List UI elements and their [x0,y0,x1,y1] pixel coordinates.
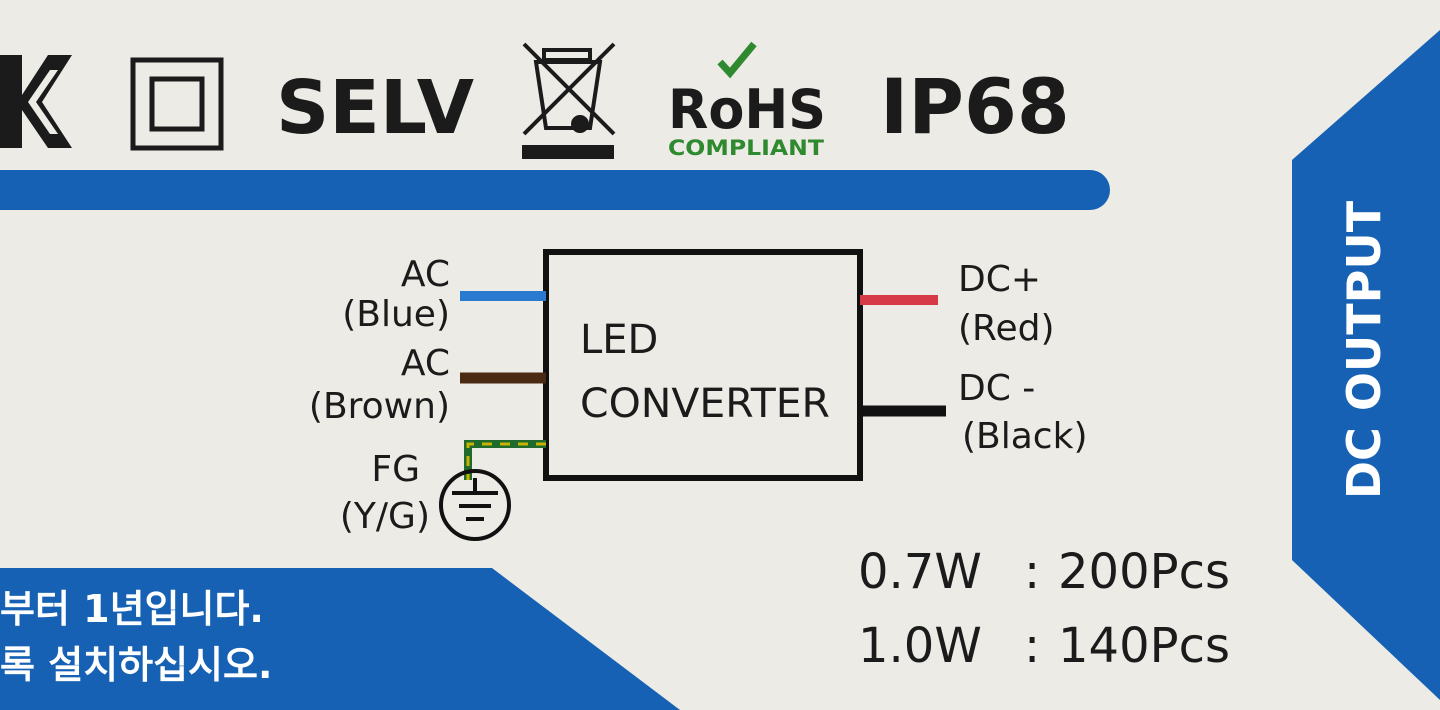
input-label-ac-2: AC [401,343,450,384]
output-color-red: (Red) [958,308,1055,349]
capacity-power: 1.0W [858,618,982,674]
capacity-power: 0.7W [858,544,982,600]
output-label-dc-minus: DC - [958,368,1035,409]
converter-label-line2: CONVERTER [580,381,830,427]
rohs-check-icon [717,41,757,79]
dc-output-tab [1292,30,1440,700]
input-color-blue: (Blue) [342,294,450,335]
capacity-row: 1.0W : 140Pcs [858,618,1230,674]
notice-panel [0,568,680,710]
dc-output-label: DC OUTPUT [1337,200,1391,499]
divider-bar [0,170,1110,210]
capacity-count: 200Pcs [1058,544,1230,600]
capacity-separator: : [1024,544,1040,600]
input-label-fg: FG [371,449,420,490]
capacity-row: 0.7W : 200Pcs [858,544,1230,600]
double-square-icon [130,57,224,151]
rohs-title: RoHS [668,78,826,141]
ground-symbol-icon [439,469,511,541]
rohs-subtitle: COMPLIANT [668,136,825,160]
capacity-separator: : [1024,618,1040,674]
input-color-yg: (Y/G) [340,496,430,537]
kc-mark-icon [0,55,72,148]
notice-line-1: 부터 1년입니다. [0,587,264,631]
ip-rating: IP68 [880,62,1070,151]
capacity-count: 140Pcs [1058,618,1230,674]
input-color-brown: (Brown) [309,386,450,427]
rohs-mark: RoHS COMPLIANT [668,41,826,160]
crossed-bin-icon [522,42,616,159]
converter-label-line1: LED [580,317,658,363]
wire-ground-stripe [466,442,546,480]
output-color-black: (Black) [962,416,1088,457]
converter-box [543,249,863,481]
output-label-dc-plus: DC+ [958,259,1041,300]
selv-mark: SELV [276,65,474,151]
notice-line-2: 록 설치하십시오. [0,643,272,687]
input-label-ac-1: AC [401,254,450,295]
